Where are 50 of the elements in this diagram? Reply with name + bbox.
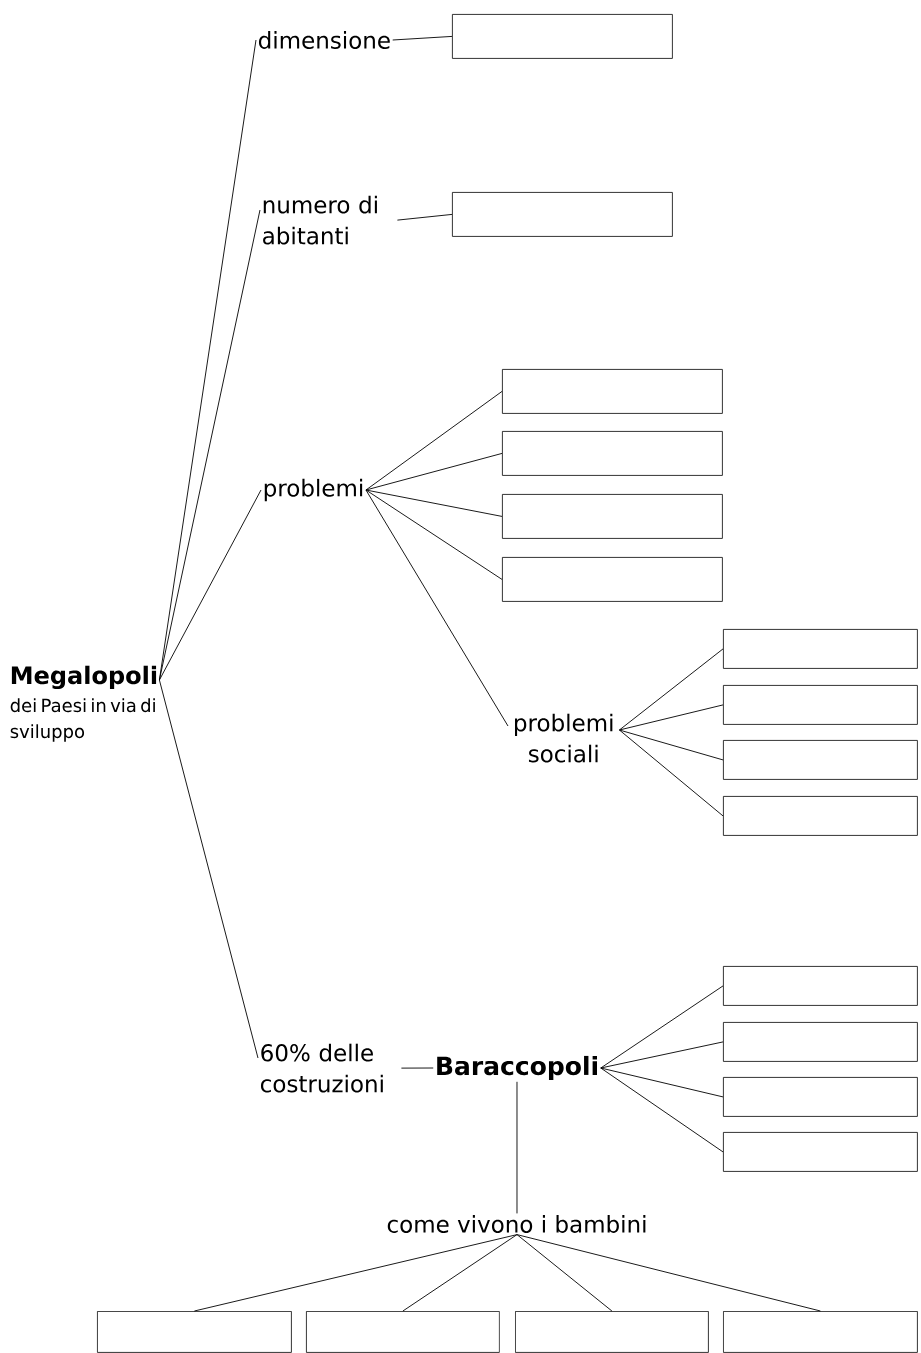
concept-label: problemi: [264, 478, 363, 502]
connector-line: [400, 1067, 434, 1069]
connector-line: [158, 209, 261, 681]
answer-box: [723, 1077, 918, 1117]
answer-box: [723, 796, 918, 836]
connector-line: [365, 452, 503, 491]
concept-label: Baraccopoli: [437, 1055, 597, 1081]
connector-line: [193, 1234, 518, 1312]
answer-box: [452, 14, 673, 59]
connector-line: [365, 489, 509, 727]
connector-line: [365, 489, 503, 580]
answer-box: [515, 1311, 709, 1353]
connector-line: [516, 1234, 613, 1312]
answer-box: [723, 685, 918, 725]
answer-box: [306, 1311, 500, 1353]
topic-label: Megalopoli dei Paesi in via di sviluppo: [10, 665, 157, 742]
connector-line: [600, 985, 724, 1069]
answer-box: [723, 966, 918, 1006]
connector-line: [516, 1234, 821, 1312]
connector-line: [365, 489, 503, 517]
concept-label: come vivono i bambini: [387, 1215, 646, 1233]
connector-line: [618, 648, 724, 731]
connector-line: [600, 1067, 724, 1153]
answer-box: [452, 192, 673, 237]
answer-box: [723, 1022, 918, 1062]
answer-box: [723, 629, 918, 669]
connector-line: [396, 213, 453, 221]
answer-box: [502, 431, 723, 476]
connector-line: [402, 1234, 518, 1312]
connector-line: [516, 1081, 518, 1214]
answer-box: [97, 1311, 292, 1353]
connector-line: [618, 729, 724, 817]
answer-box: [502, 557, 723, 602]
answer-box: [502, 494, 723, 539]
answer-box: [502, 369, 723, 414]
answer-box: [723, 1132, 918, 1172]
connector-line: [365, 390, 503, 491]
connector-line: [158, 489, 262, 681]
connector-line: [600, 1067, 724, 1098]
concept-label: dimensione: [258, 31, 390, 49]
answer-box: [723, 740, 918, 780]
connector-line: [158, 679, 259, 1059]
concept-label: numero di abitanti: [263, 195, 377, 245]
connector-line: [618, 729, 724, 761]
answer-box: [723, 1311, 918, 1353]
concept-label: problemi sociali: [515, 713, 613, 763]
connector-line: [392, 35, 453, 41]
concept-label: 60% delle costruzioni: [260, 1043, 383, 1093]
connector-line: [600, 1041, 724, 1069]
connector-line: [618, 704, 724, 731]
